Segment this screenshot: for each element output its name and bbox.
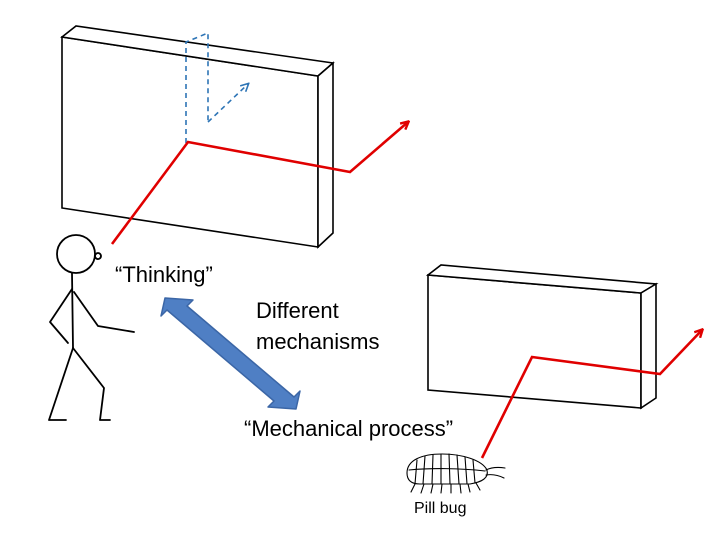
dashed-arrow xyxy=(207,84,248,123)
label-pill-bug: Pill bug xyxy=(414,500,466,517)
red-path-mechanical xyxy=(480,330,702,459)
large-panel xyxy=(60,25,335,249)
dashed-plane xyxy=(185,31,209,143)
small-panel-side xyxy=(640,282,657,410)
label-different-line1: Different xyxy=(256,298,339,323)
label-different-line2: mechanisms xyxy=(256,329,379,354)
large-panel-side xyxy=(317,61,334,249)
small-panel-front xyxy=(427,274,642,409)
red-path-thinking xyxy=(110,122,408,245)
small-panel xyxy=(425,264,659,410)
dashed-reflection-guide xyxy=(185,31,248,143)
label-thinking: “Thinking” xyxy=(115,262,213,287)
label-mechanical-process: “Mechanical process” xyxy=(244,416,453,441)
stick-figure-icon xyxy=(48,234,135,421)
double-arrow-icon xyxy=(160,297,301,410)
pill-bug-icon xyxy=(406,453,506,494)
